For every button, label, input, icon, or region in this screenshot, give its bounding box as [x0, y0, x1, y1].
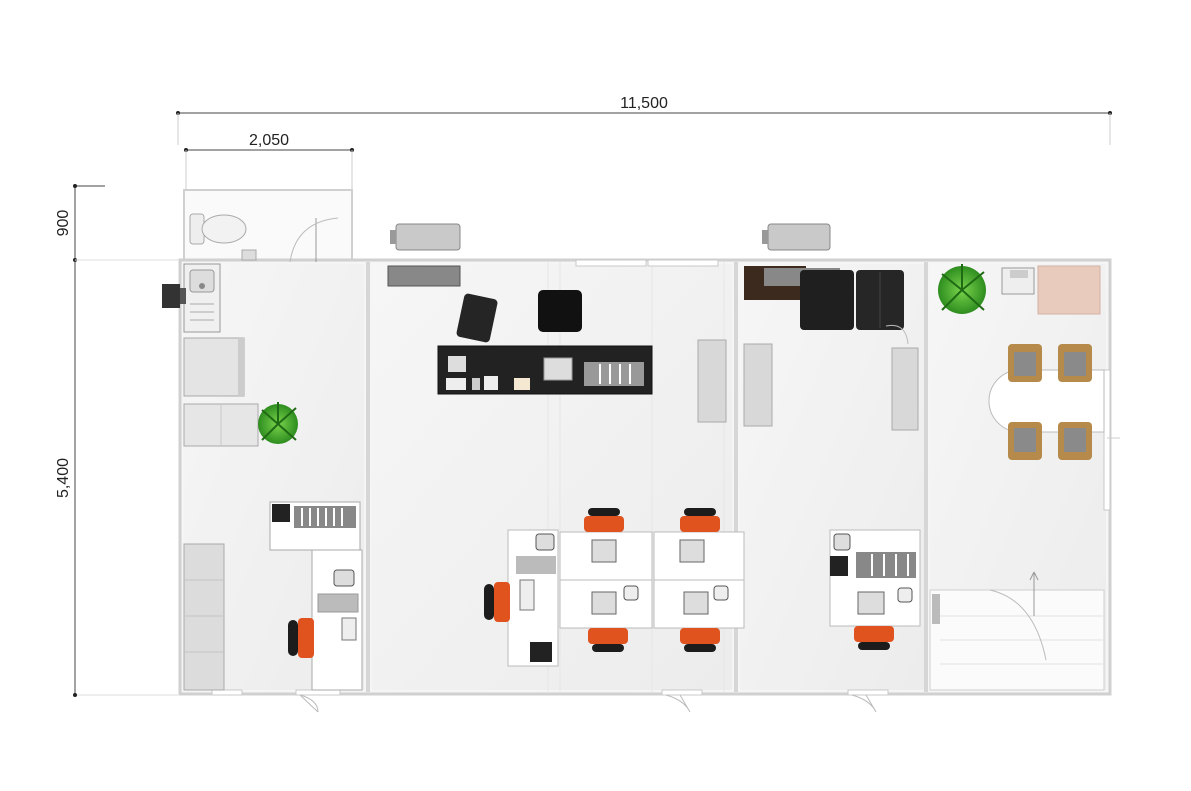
door-bottom-2[interactable] — [661, 689, 703, 713]
chair-ws-top-2 — [680, 508, 720, 532]
meeting-chair-2 — [1058, 344, 1092, 382]
water-heater — [162, 284, 186, 308]
wall-cabinet-top-left — [387, 265, 461, 287]
chair-ws-bottom-2 — [680, 628, 720, 652]
dimension-toilet-width: 2,050 — [184, 132, 354, 190]
entrance-door[interactable] — [989, 571, 1047, 661]
plant-meeting — [938, 264, 986, 314]
kitchen-sink — [183, 263, 221, 333]
meeting-chair-3 — [1008, 422, 1042, 460]
reception-counter — [437, 345, 653, 395]
refrigerator — [183, 337, 245, 397]
workstation-desk-3 — [559, 579, 653, 629]
toilet-width-label: 2,050 — [249, 132, 289, 149]
overall-width-label: 11,500 — [620, 95, 668, 112]
workstation-desk-4 — [653, 579, 745, 629]
entrance-stairs — [929, 589, 1105, 691]
chair-ws-bottom-1 — [588, 628, 628, 652]
meeting-chair-4 — [1058, 422, 1092, 460]
dimension-main-depth: 5,400 — [55, 259, 178, 697]
toilet-door[interactable] — [289, 217, 339, 263]
door-bottom-1[interactable] — [295, 689, 341, 713]
pink-side-table — [1037, 265, 1101, 315]
chair-manager-third — [854, 626, 894, 650]
chair-manager-left — [288, 618, 314, 658]
chair-ws-top-1 — [584, 508, 624, 532]
kitchen-counter — [183, 403, 259, 447]
bookshelf-left — [269, 501, 361, 551]
ac-outdoor-unit-left — [390, 223, 461, 251]
reception-chair-1 — [456, 293, 498, 343]
toilet-paper-holder — [241, 249, 257, 261]
sofa-black — [800, 270, 904, 330]
workstation-desk-1 — [559, 531, 653, 581]
filing-cabinet-third-left — [743, 343, 773, 427]
workstation-desk-2 — [653, 531, 745, 581]
plant-kitchen — [258, 402, 298, 444]
manager-desk-left — [311, 549, 363, 691]
toilet-depth-label: 900 — [55, 210, 72, 237]
storage-cabinet-left — [183, 543, 225, 691]
filing-cabinet-center — [697, 339, 727, 423]
workstation-side-desk — [507, 529, 559, 667]
dimension-toilet-depth: 900 — [55, 184, 105, 262]
main-depth-label: 5,400 — [55, 458, 72, 498]
toilet — [189, 213, 247, 245]
printer — [1001, 267, 1035, 295]
manager-desk-third — [829, 529, 921, 627]
dimension-overall-width: 11,500 — [176, 95, 1112, 145]
third-room-door[interactable] — [885, 324, 909, 345]
door-bottom-3[interactable] — [847, 689, 889, 713]
chair-side-desk — [484, 582, 510, 622]
meeting-chair-1 — [1008, 344, 1042, 382]
reception-chair-2 — [538, 290, 582, 332]
filing-cabinet-third-right — [891, 347, 919, 431]
ac-outdoor-unit-right — [762, 223, 831, 251]
